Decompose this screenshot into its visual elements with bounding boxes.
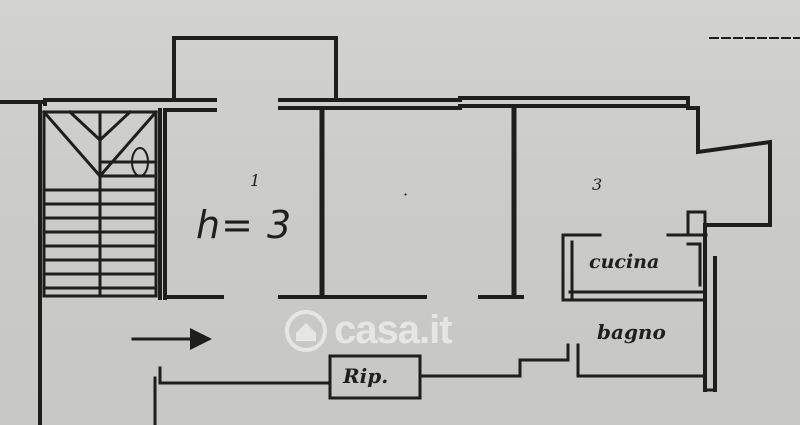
house-pin-icon	[285, 309, 327, 352]
ceiling-height-label: h= 3	[196, 203, 293, 247]
staircase	[41, 109, 159, 298]
kitchen-label: cucina	[589, 251, 660, 273]
room-mark-2: ·	[403, 185, 408, 204]
outer-walls	[0, 36, 772, 425]
kitchen-walls	[561, 210, 708, 302]
room-mark-1: 1	[250, 171, 260, 190]
bottom-walls	[153, 343, 717, 425]
stair-symbol	[131, 147, 149, 177]
room-mark-3: 3	[592, 175, 602, 194]
storage-label: Rip.	[343, 364, 389, 388]
watermark-text: casa.it	[334, 308, 453, 352]
watermark: casa.it	[284, 308, 453, 353]
arrow-head	[190, 328, 212, 350]
bathroom-label: bagno	[597, 320, 666, 344]
interior-walls	[319, 107, 517, 299]
